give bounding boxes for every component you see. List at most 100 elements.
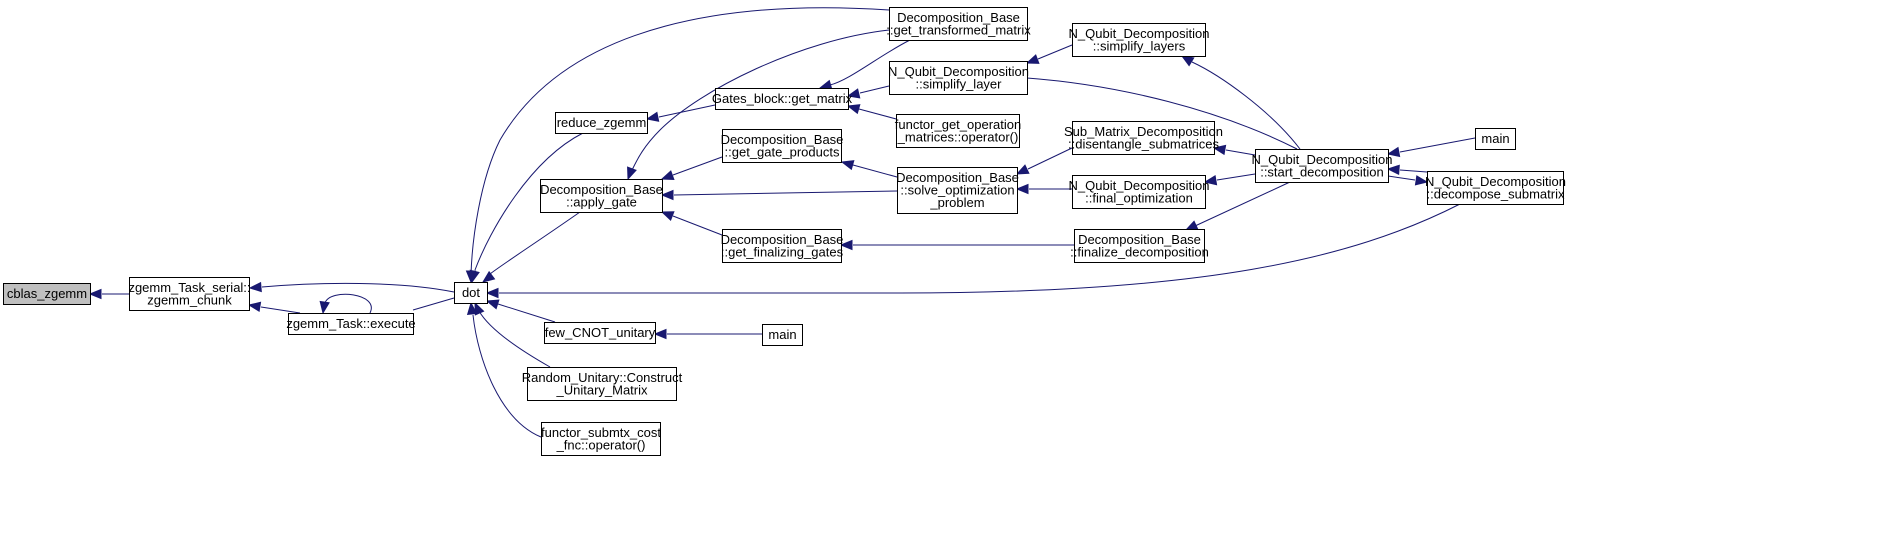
node-main-right[interactable]: main [1475,128,1516,150]
arrowhead-icon [1414,175,1429,186]
node-finalize-decomp[interactable]: Decomposition_Base::finalize_decompositi… [1070,229,1209,263]
node-final-opt[interactable]: N_Qubit_Decomposition::final_optimizatio… [1069,175,1210,209]
node-label: Decomposition_Base [540,182,663,197]
node-label: ::decompose_submatrix [1426,186,1565,201]
edge-get_transformed-to-apply_gate [627,29,890,181]
edge-zgemm_execute-to-zgemm_chunk [247,301,301,314]
arrowhead-icon [660,170,675,181]
edge-main_right-to-start_decomp [1386,137,1476,158]
node-box [722,129,842,163]
edge-line [859,85,890,94]
node-label: _fnc::operator() [556,437,646,452]
edge-line [672,215,723,236]
node-simplify-layers[interactable]: N_Qubit_Decomposition::simplify_layers [1069,23,1210,57]
node-get-transformed[interactable]: Decomposition_Base::get_transformed_matr… [886,7,1031,41]
edge-line [324,293,372,314]
edge-line [1216,173,1256,181]
node-label: zgemm_Task::execute [286,316,415,331]
arrowhead-icon [846,88,861,99]
edge-line [1027,147,1073,170]
edge-line [673,190,898,196]
edge-line [1225,149,1256,156]
edge-zgemm_chunk-to-cblas_zgemm [88,288,129,300]
arrowhead-icon [474,301,485,316]
node-box [722,229,842,263]
node-label: ::solve_optimization [900,183,1014,198]
node-label: N_Qubit_Decomposition [1069,26,1210,41]
node-zgemm-execute[interactable]: zgemm_Task::execute [286,313,416,335]
node-label: ::simplify_layer [916,76,1003,91]
node-label: N_Qubit_Decomposition [1069,178,1210,193]
edge-line [858,108,901,121]
node-label: ::simplify_layers [1093,38,1186,53]
node-solve-opt[interactable]: Decomposition_Base::solve_optimization_p… [896,167,1019,214]
edge-line [1194,181,1291,227]
node-label: ::get_finalizing_gates [721,244,844,259]
node-dot[interactable]: dot [454,282,488,304]
node-label: zgemm_Task_serial:: [128,280,250,295]
node-box [544,322,656,344]
node-reduce-zgemm[interactable]: reduce_zgemm [555,112,648,134]
edge-line [470,7,890,276]
arrowhead-icon [1184,220,1199,231]
edge-line [672,156,723,176]
arrowhead-icon [846,104,861,115]
node-label: ::start_decomposition [1260,164,1384,179]
node-label: ::finalize_decomposition [1070,244,1209,259]
node-label: Decomposition_Base [897,10,1020,25]
arrowhead-icon [1212,144,1227,156]
arrowhead-icon [1386,146,1401,158]
node-box [1427,171,1564,205]
node-get-gate-products[interactable]: Decomposition_Base::get_gate_products [721,129,844,163]
node-box [3,283,91,305]
edge-line [1026,77,1298,150]
node-box [1475,128,1516,150]
edge-line [631,29,890,171]
edge-line [1037,44,1073,60]
edge-dot-to-zgemm_chunk [248,281,455,293]
node-label: main [768,327,796,342]
arrowhead-icon [465,270,477,284]
edge-start_decomp-to-decompose_sub [1387,175,1429,186]
arrowhead-icon [248,281,262,293]
node-simplify-layer[interactable]: N_Qubit_Decomposition::simplify_layer [888,61,1029,95]
edge-start_decomp-to-disentangle [1212,144,1256,156]
node-few-cnot[interactable]: few_CNOT_unitary [544,322,656,344]
node-functor-submtx[interactable]: functor_submtx_cost_fnc::operator() [541,422,661,456]
edge-line [474,132,584,271]
node-disentangle[interactable]: Sub_Matrix_Decomposition::disentangle_su… [1064,121,1223,155]
node-zgemm-chunk[interactable]: zgemm_Task_serial::zgemm_chunk [128,277,251,311]
node-box [541,422,661,456]
edge-start_decomp-to-final_opt [1203,173,1256,186]
edge-get_gate_products-to-apply_gate [660,156,723,181]
arrowhead-icon [88,288,102,300]
node-gates-get-matrix[interactable]: Gates_block::get_matrix [712,88,853,110]
node-box [527,367,677,401]
edge-line [260,306,301,314]
edge-dot-to-zgemm_execute [412,297,455,311]
edge-line [478,310,551,368]
edge-line [261,282,455,293]
node-decompose-sub[interactable]: N_Qubit_Decomposition::decompose_submatr… [1425,171,1566,205]
node-label: _matrices::operator() [897,129,1019,144]
node-box [715,88,849,110]
node-random-unitary[interactable]: Random_Unitary::Construct_Unitary_Matrix [522,367,683,401]
edge-start_decomp-to-simplify_layer [1026,77,1298,150]
node-get-finalizing[interactable]: Decomposition_Base::get_finalizing_gates [721,229,844,263]
node-box [889,61,1028,95]
edge-apply_gate-to-dot [481,211,581,283]
node-label: ::apply_gate [566,194,637,209]
node-label: N_Qubit_Decomposition [1252,152,1393,167]
node-label: _Unitary_Matrix [555,382,648,397]
node-start-decomp[interactable]: N_Qubit_Decomposition::start_decompositi… [1252,149,1393,183]
edge-line [497,303,556,323]
node-box [896,114,1020,148]
node-main-small[interactable]: main [762,324,803,346]
node-cblas-zgemm[interactable]: cblas_zgemm [3,283,91,305]
edge-solve_opt-to-apply_gate [660,189,898,201]
arrowhead-icon [818,79,833,90]
node-apply-gate[interactable]: Decomposition_Base::apply_gate [540,179,663,213]
edge-line [1399,137,1476,153]
node-functor-get-op[interactable]: functor_get_operation_matrices::operator… [895,114,1021,148]
node-label: Random_Unitary::Construct [522,370,683,385]
